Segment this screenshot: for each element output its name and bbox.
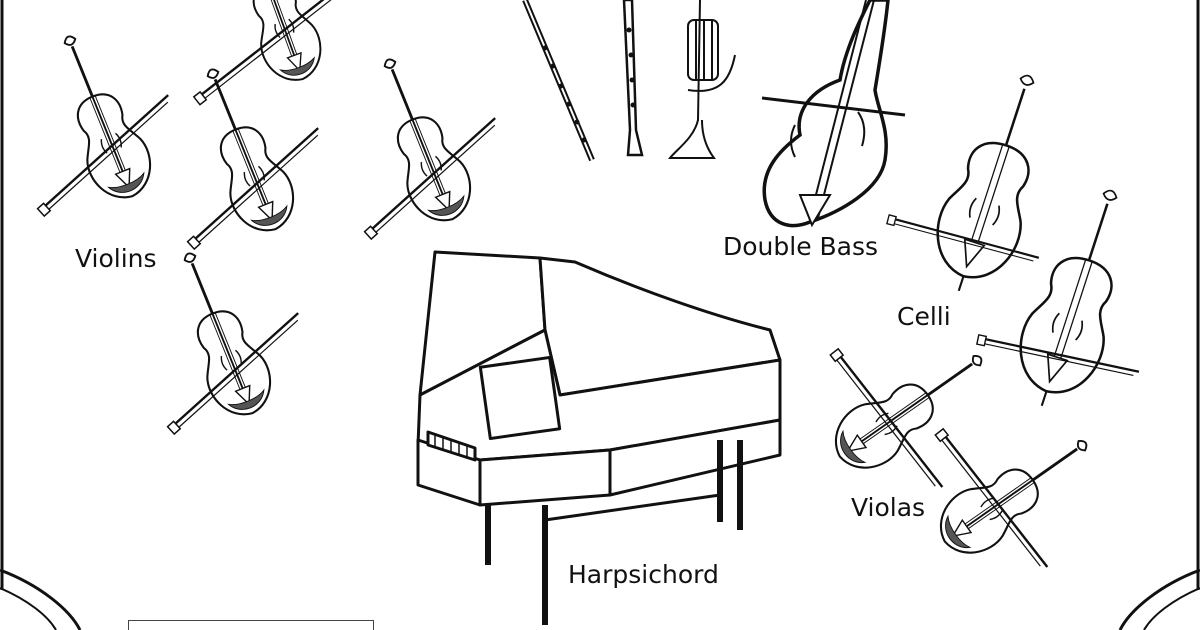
flute-drawing — [522, 0, 595, 162]
violin-drawing — [181, 56, 306, 243]
cello-drawing — [1001, 176, 1152, 420]
violins-label: Violins — [75, 244, 157, 273]
trumpet-drawing — [667, 0, 736, 159]
harpsichord-label: Harpsichord — [568, 560, 719, 589]
cello-drawing — [918, 61, 1069, 305]
double-bass-drawing — [761, 0, 906, 228]
celli-label: Celli — [897, 302, 951, 331]
viola-drawing — [820, 331, 1000, 484]
clarinet-drawing — [622, 0, 644, 157]
violin-drawing — [358, 46, 483, 233]
harpsichord-drawing — [416, 250, 782, 625]
name-box — [128, 620, 374, 630]
double-bass-label: Double Bass — [723, 232, 879, 261]
violas-label: Violas — [851, 493, 926, 522]
violin-drawing — [158, 240, 283, 427]
viola-drawing — [925, 416, 1105, 569]
